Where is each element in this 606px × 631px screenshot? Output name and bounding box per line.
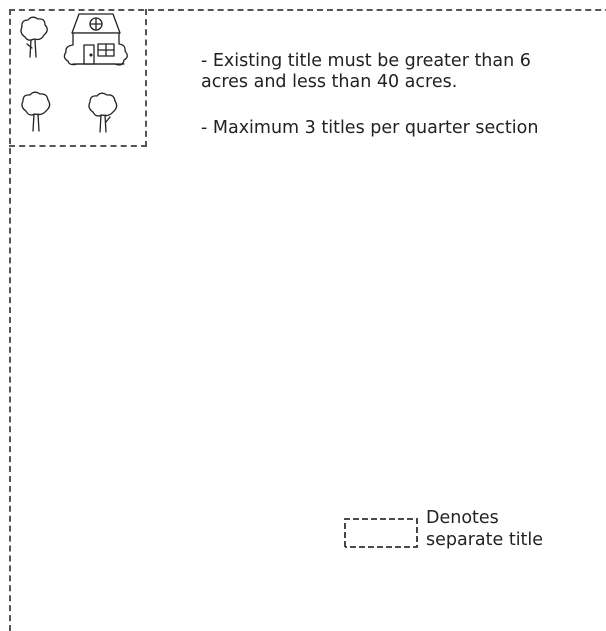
parcel-illustration	[20, 13, 128, 133]
tree-icon	[21, 91, 51, 132]
house-icon	[63, 13, 128, 66]
tree-icon	[20, 16, 48, 58]
quarter-section-boundary	[9, 9, 606, 631]
legend-line-2: separate title	[426, 530, 544, 550]
rules-text: - Existing title must be greater than 6 …	[201, 51, 561, 164]
existing-title-parcel	[9, 9, 147, 147]
tree-icon	[88, 92, 118, 133]
rule-title-size: - Existing title must be greater than 6 …	[201, 51, 531, 92]
legend-label: Denotes separate title	[426, 507, 596, 551]
rule-max-titles: - Maximum 3 titles per quarter section	[201, 118, 539, 138]
legend-line-1: Denotes	[426, 508, 499, 528]
dashed-box-swatch	[344, 518, 418, 548]
legend: Denotes separate title	[342, 507, 602, 557]
